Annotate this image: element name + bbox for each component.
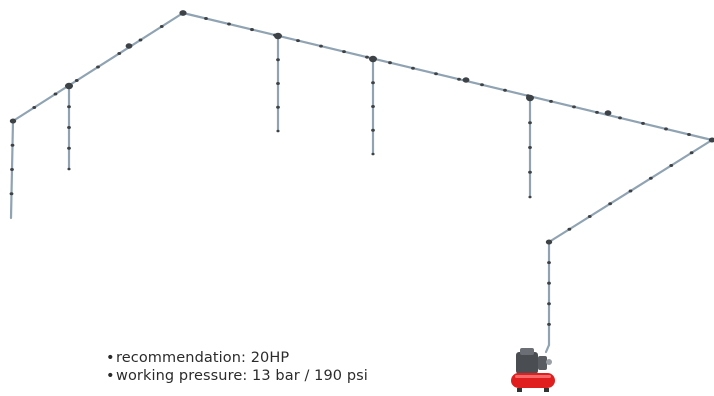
pipe-clamp bbox=[669, 163, 674, 168]
elbow-fitting bbox=[9, 118, 17, 124]
pipe-clamp bbox=[572, 105, 576, 109]
pipe-clamp bbox=[319, 44, 323, 48]
pipe-clamp bbox=[687, 132, 691, 136]
compressor-gauge bbox=[546, 359, 552, 365]
pipe-clamp bbox=[567, 227, 572, 231]
pipe-clamp bbox=[434, 72, 438, 76]
pipe-clamp bbox=[608, 202, 613, 206]
pipe-clamp bbox=[411, 66, 415, 70]
spec-text: recommendation: 20HP bbox=[116, 350, 290, 366]
pipe-clamp bbox=[618, 116, 622, 120]
pipe-clamp bbox=[9, 192, 14, 196]
compressor-tank-highlight bbox=[515, 375, 551, 378]
spec-item: •working pressure: 13 bar / 190 psi bbox=[106, 367, 368, 385]
drop-outlet bbox=[371, 152, 375, 156]
tee-fitting bbox=[274, 32, 282, 40]
pipe-clamp bbox=[587, 214, 592, 219]
tee-fitting bbox=[65, 82, 73, 90]
pipe-clamp bbox=[276, 58, 280, 62]
elbow-fitting bbox=[708, 137, 714, 143]
spec-text: working pressure: 13 bar / 190 psi bbox=[116, 368, 368, 384]
elbow-fitting bbox=[179, 10, 187, 16]
pipe-clamp bbox=[371, 104, 375, 109]
pipe-clamp bbox=[547, 302, 551, 306]
pipe-clamp bbox=[480, 83, 484, 87]
pipe-fittings bbox=[9, 10, 714, 326]
pipe-clamp bbox=[528, 121, 532, 125]
pipe-clamp bbox=[365, 55, 369, 59]
pipe-clamp bbox=[528, 145, 532, 150]
pipe-clamp bbox=[138, 38, 143, 42]
pipe-clamp bbox=[549, 99, 553, 103]
pipe-clamp bbox=[32, 105, 37, 110]
pipe-clamp bbox=[528, 170, 532, 174]
valve-fitting bbox=[604, 110, 612, 116]
pipe-clamp bbox=[503, 88, 507, 92]
compressor-foot bbox=[544, 388, 549, 392]
pipe-clamp bbox=[547, 281, 551, 285]
air-compressor-icon bbox=[511, 348, 555, 392]
pipe-clamp bbox=[371, 128, 375, 132]
bullet: • bbox=[106, 368, 115, 384]
pipe-network bbox=[9, 11, 714, 354]
pipe-clamp bbox=[276, 81, 280, 86]
pipe-clamp bbox=[595, 110, 599, 114]
drop-outlet bbox=[276, 129, 280, 133]
main-pipe bbox=[181, 11, 714, 142]
compressor-foot bbox=[517, 388, 522, 392]
pipe-clamp bbox=[67, 105, 71, 109]
pipe-clamp bbox=[159, 24, 164, 29]
compressor-fan bbox=[538, 356, 547, 370]
pipe-clamp bbox=[296, 39, 300, 43]
pipe-clamp bbox=[67, 125, 71, 130]
valve-fitting bbox=[462, 77, 470, 83]
elbow-fitting bbox=[545, 239, 553, 245]
specs-list: •recommendation: 20HP•working pressure: … bbox=[106, 349, 368, 385]
drop-outlet bbox=[528, 195, 532, 199]
pipe-clamp bbox=[53, 92, 58, 96]
pipe-clamp bbox=[664, 127, 668, 131]
pipe-clamp bbox=[641, 121, 645, 125]
spec-item: •recommendation: 20HP bbox=[106, 349, 368, 367]
compressor-motor bbox=[516, 352, 538, 374]
pipe-clamp bbox=[10, 167, 14, 172]
pipe-clamp bbox=[96, 65, 100, 69]
pipe-clamp bbox=[342, 50, 346, 54]
drop-outlet bbox=[67, 167, 71, 171]
pipe-clamp bbox=[276, 105, 280, 109]
pipe-clamp bbox=[67, 146, 71, 150]
pipe-clamp bbox=[689, 151, 694, 155]
valve-fitting bbox=[125, 43, 133, 49]
pipe-clamp bbox=[457, 77, 461, 81]
pipe-clamp bbox=[547, 322, 551, 326]
pipe-clamp bbox=[388, 61, 392, 65]
pipe-clamp bbox=[74, 78, 79, 83]
tee-fitting bbox=[369, 55, 377, 63]
pipe-clamp bbox=[547, 261, 551, 265]
pipe-clamp bbox=[117, 51, 122, 56]
pipe-clamp bbox=[204, 17, 208, 21]
pipe-clamp bbox=[10, 143, 15, 147]
pipe-clamp bbox=[648, 176, 653, 180]
pipe-clamp bbox=[371, 81, 375, 85]
tee-fitting bbox=[526, 94, 534, 102]
riser-pipe bbox=[544, 343, 551, 354]
bullet: • bbox=[106, 350, 115, 366]
compressor-head bbox=[520, 348, 534, 355]
pipe-clamp bbox=[227, 22, 231, 26]
pipe-clamp bbox=[250, 28, 254, 32]
pipe-clamp bbox=[628, 189, 633, 193]
